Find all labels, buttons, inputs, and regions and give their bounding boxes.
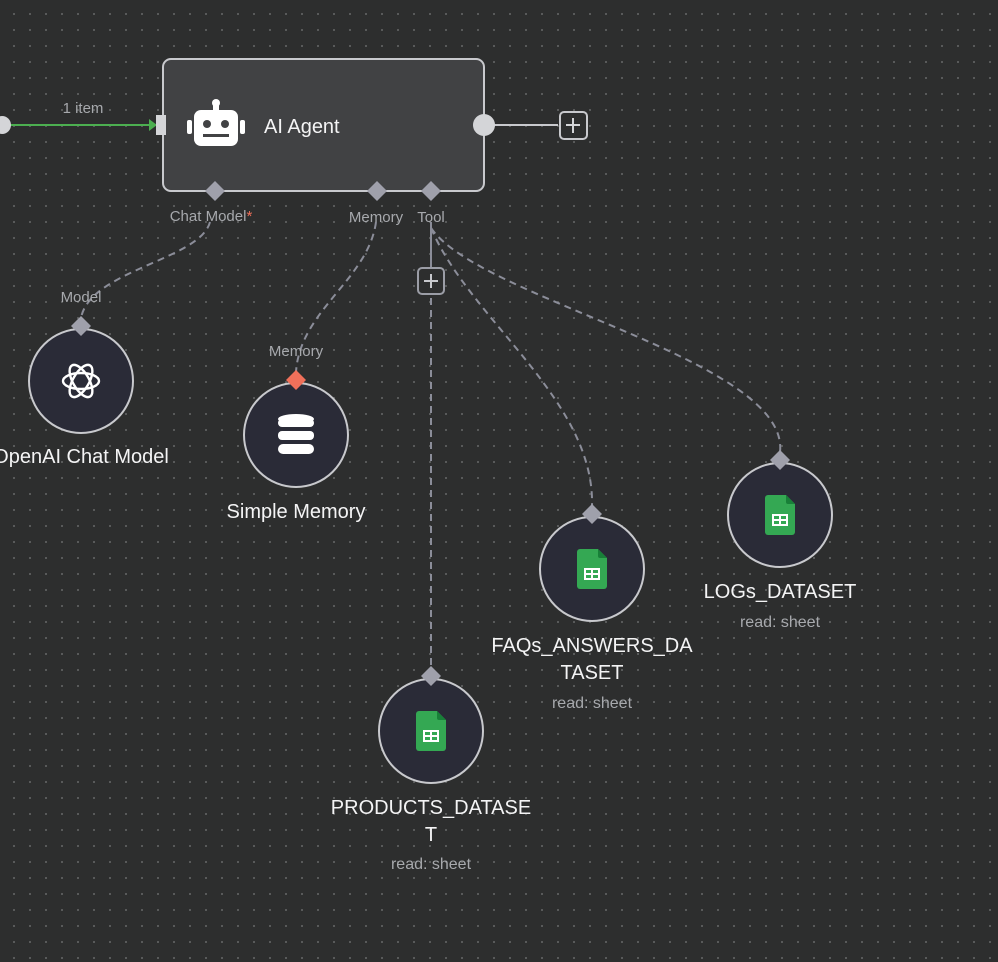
- memory-port[interactable]: [367, 181, 387, 201]
- google-sheets-icon: [765, 495, 795, 535]
- faqs-dataset-port[interactable]: [582, 504, 602, 524]
- sub-connections: [80, 221, 782, 668]
- logs-dataset-port[interactable]: [770, 450, 790, 470]
- memory-port-label: Memory: [349, 209, 404, 226]
- faqs-dataset-title-line2: TASET: [561, 662, 624, 684]
- products-dataset-subtitle: read: sheet: [391, 856, 472, 873]
- logs-dataset-title: LOGs_DATASET: [704, 581, 857, 603]
- simple-memory-title: Simple Memory: [227, 501, 366, 523]
- ai-agent-node[interactable]: AI Agent: [156, 58, 485, 192]
- connection-faqs-dataset: [430, 227, 594, 507]
- products-dataset-title-line2: T: [425, 824, 437, 846]
- products-dataset-title-line1: PRODUCTS_DATASE: [331, 797, 531, 819]
- previous-node-output-port[interactable]: [0, 116, 11, 134]
- faqs-dataset-subtitle: read: sheet: [552, 695, 633, 712]
- add-next-node-button[interactable]: [559, 111, 588, 140]
- connection-item-count: 1 item: [63, 100, 104, 117]
- openai-icon: [61, 363, 101, 399]
- robot-icon: [187, 99, 245, 146]
- memory-input-port[interactable]: [286, 370, 306, 390]
- products-dataset-port[interactable]: [421, 666, 441, 686]
- tool-port[interactable]: [421, 181, 441, 201]
- ai-agent-title: AI Agent: [264, 116, 340, 138]
- database-icon: [278, 414, 314, 454]
- openai-chat-model-node[interactable]: Model OpenAI Chat Model: [0, 289, 169, 468]
- ai-agent-output-port[interactable]: [473, 114, 495, 136]
- logs-dataset-node[interactable]: LOGs_DATASET read: sheet: [704, 450, 857, 631]
- google-sheets-icon: [416, 711, 446, 751]
- products-dataset-node[interactable]: PRODUCTS_DATASE T read: sheet: [331, 666, 531, 873]
- openai-chat-model-title: OpenAI Chat Model: [0, 446, 169, 468]
- ai-agent-input-port[interactable]: [156, 115, 166, 135]
- faqs-answers-dataset-node[interactable]: FAQs_ANSWERS_DA TASET read: sheet: [491, 504, 693, 712]
- main-connection[interactable]: 1 item: [0, 100, 157, 134]
- simple-memory-node[interactable]: Memory Simple Memory: [227, 343, 366, 523]
- openai-model-port[interactable]: [71, 316, 91, 336]
- connection-chat-model: [80, 221, 211, 319]
- add-tool-button[interactable]: [417, 267, 445, 295]
- tool-port-label: Tool: [417, 209, 445, 226]
- connection-memory: [295, 221, 377, 373]
- memory-input-label: Memory: [269, 343, 324, 360]
- connection-logs-dataset: [430, 227, 782, 453]
- google-sheets-icon: [577, 549, 607, 589]
- chat-model-port-label: Chat Model*: [170, 208, 253, 225]
- chat-model-port[interactable]: [205, 181, 225, 201]
- model-port-label: Model: [61, 289, 102, 306]
- faqs-dataset-title-line1: FAQs_ANSWERS_DA: [491, 635, 693, 657]
- logs-dataset-subtitle: read: sheet: [740, 614, 821, 631]
